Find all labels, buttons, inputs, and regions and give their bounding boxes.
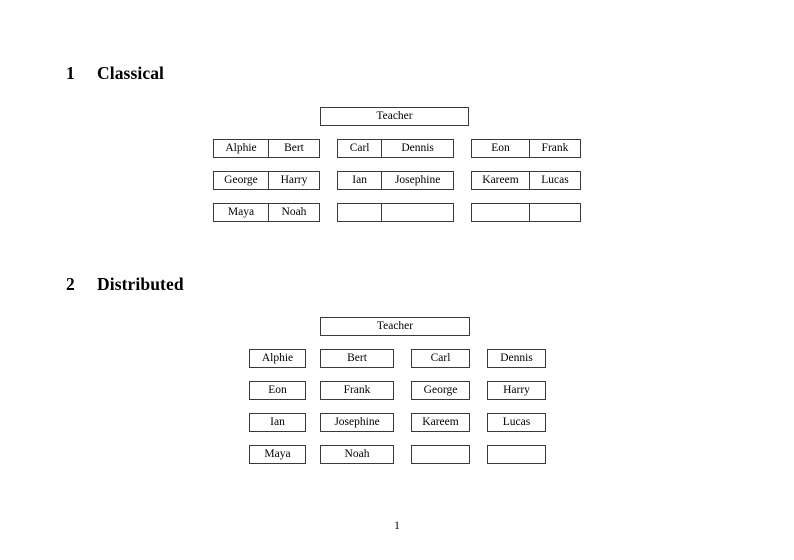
student-box-empty[interactable] xyxy=(487,445,546,464)
student-cell[interactable]: Carl xyxy=(349,141,370,154)
student-cell-empty[interactable] xyxy=(338,204,381,221)
student-cell-empty[interactable] xyxy=(472,204,529,221)
student-cell[interactable]: Frank xyxy=(528,140,580,157)
student-box[interactable]: Eon xyxy=(249,381,306,400)
table-row[interactable]: Ian Josephine xyxy=(337,171,454,190)
student-box[interactable]: Kareem xyxy=(411,413,470,432)
student-cell[interactable]: Dennis xyxy=(381,140,453,157)
student-box[interactable]: Dennis xyxy=(487,349,546,368)
student-cell[interactable]: Eon xyxy=(491,141,510,154)
table-row[interactable]: Alphie Bert xyxy=(213,139,320,158)
student-box[interactable]: Josephine xyxy=(320,413,394,432)
table-row[interactable]: Kareem Lucas xyxy=(471,171,581,190)
student-cell[interactable]: Alphie xyxy=(225,141,257,154)
student-cell-empty[interactable] xyxy=(381,204,453,221)
student-box[interactable]: Alphie xyxy=(249,349,306,368)
student-box[interactable]: George xyxy=(411,381,470,400)
table-row[interactable]: Eon Frank xyxy=(471,139,581,158)
student-box-empty[interactable] xyxy=(411,445,470,464)
student-box[interactable]: Maya xyxy=(249,445,306,464)
table-row[interactable]: George Harry xyxy=(213,171,320,190)
table-row[interactable]: Carl Dennis xyxy=(337,139,454,158)
section-number: 2 xyxy=(66,274,75,294)
student-box[interactable]: Bert xyxy=(320,349,394,368)
table-row[interactable]: Maya Noah xyxy=(213,203,320,222)
student-cell-empty[interactable] xyxy=(528,204,580,221)
student-box[interactable]: Frank xyxy=(320,381,394,400)
student-box[interactable]: Harry xyxy=(487,381,546,400)
section-number: 1 xyxy=(66,63,75,83)
student-cell[interactable]: Noah xyxy=(267,204,319,221)
student-box[interactable]: Lucas xyxy=(487,413,546,432)
student-cell[interactable]: George xyxy=(224,173,258,186)
student-cell[interactable]: Maya xyxy=(227,205,255,218)
table-row[interactable] xyxy=(471,203,581,222)
page-number: 1 xyxy=(394,520,400,532)
teacher-box-classical[interactable]: Teacher xyxy=(320,107,469,126)
teacher-box-distributed[interactable]: Teacher xyxy=(320,317,470,336)
student-cell[interactable]: Harry xyxy=(267,172,319,189)
section-title: Distributed xyxy=(97,274,184,294)
section-title: Classical xyxy=(97,63,165,83)
student-cell[interactable]: Josephine xyxy=(381,172,453,189)
student-box[interactable]: Ian xyxy=(249,413,306,432)
student-box[interactable]: Carl xyxy=(411,349,470,368)
student-cell[interactable]: Ian xyxy=(352,173,367,186)
section-heading-classical: 1 Classical xyxy=(66,63,164,84)
student-cell[interactable]: Bert xyxy=(267,140,319,157)
section-heading-distributed: 2 Distributed xyxy=(66,274,184,295)
student-cell[interactable]: Lucas xyxy=(528,172,580,189)
student-box[interactable]: Noah xyxy=(320,445,394,464)
student-cell[interactable]: Kareem xyxy=(482,173,519,186)
table-row[interactable] xyxy=(337,203,454,222)
